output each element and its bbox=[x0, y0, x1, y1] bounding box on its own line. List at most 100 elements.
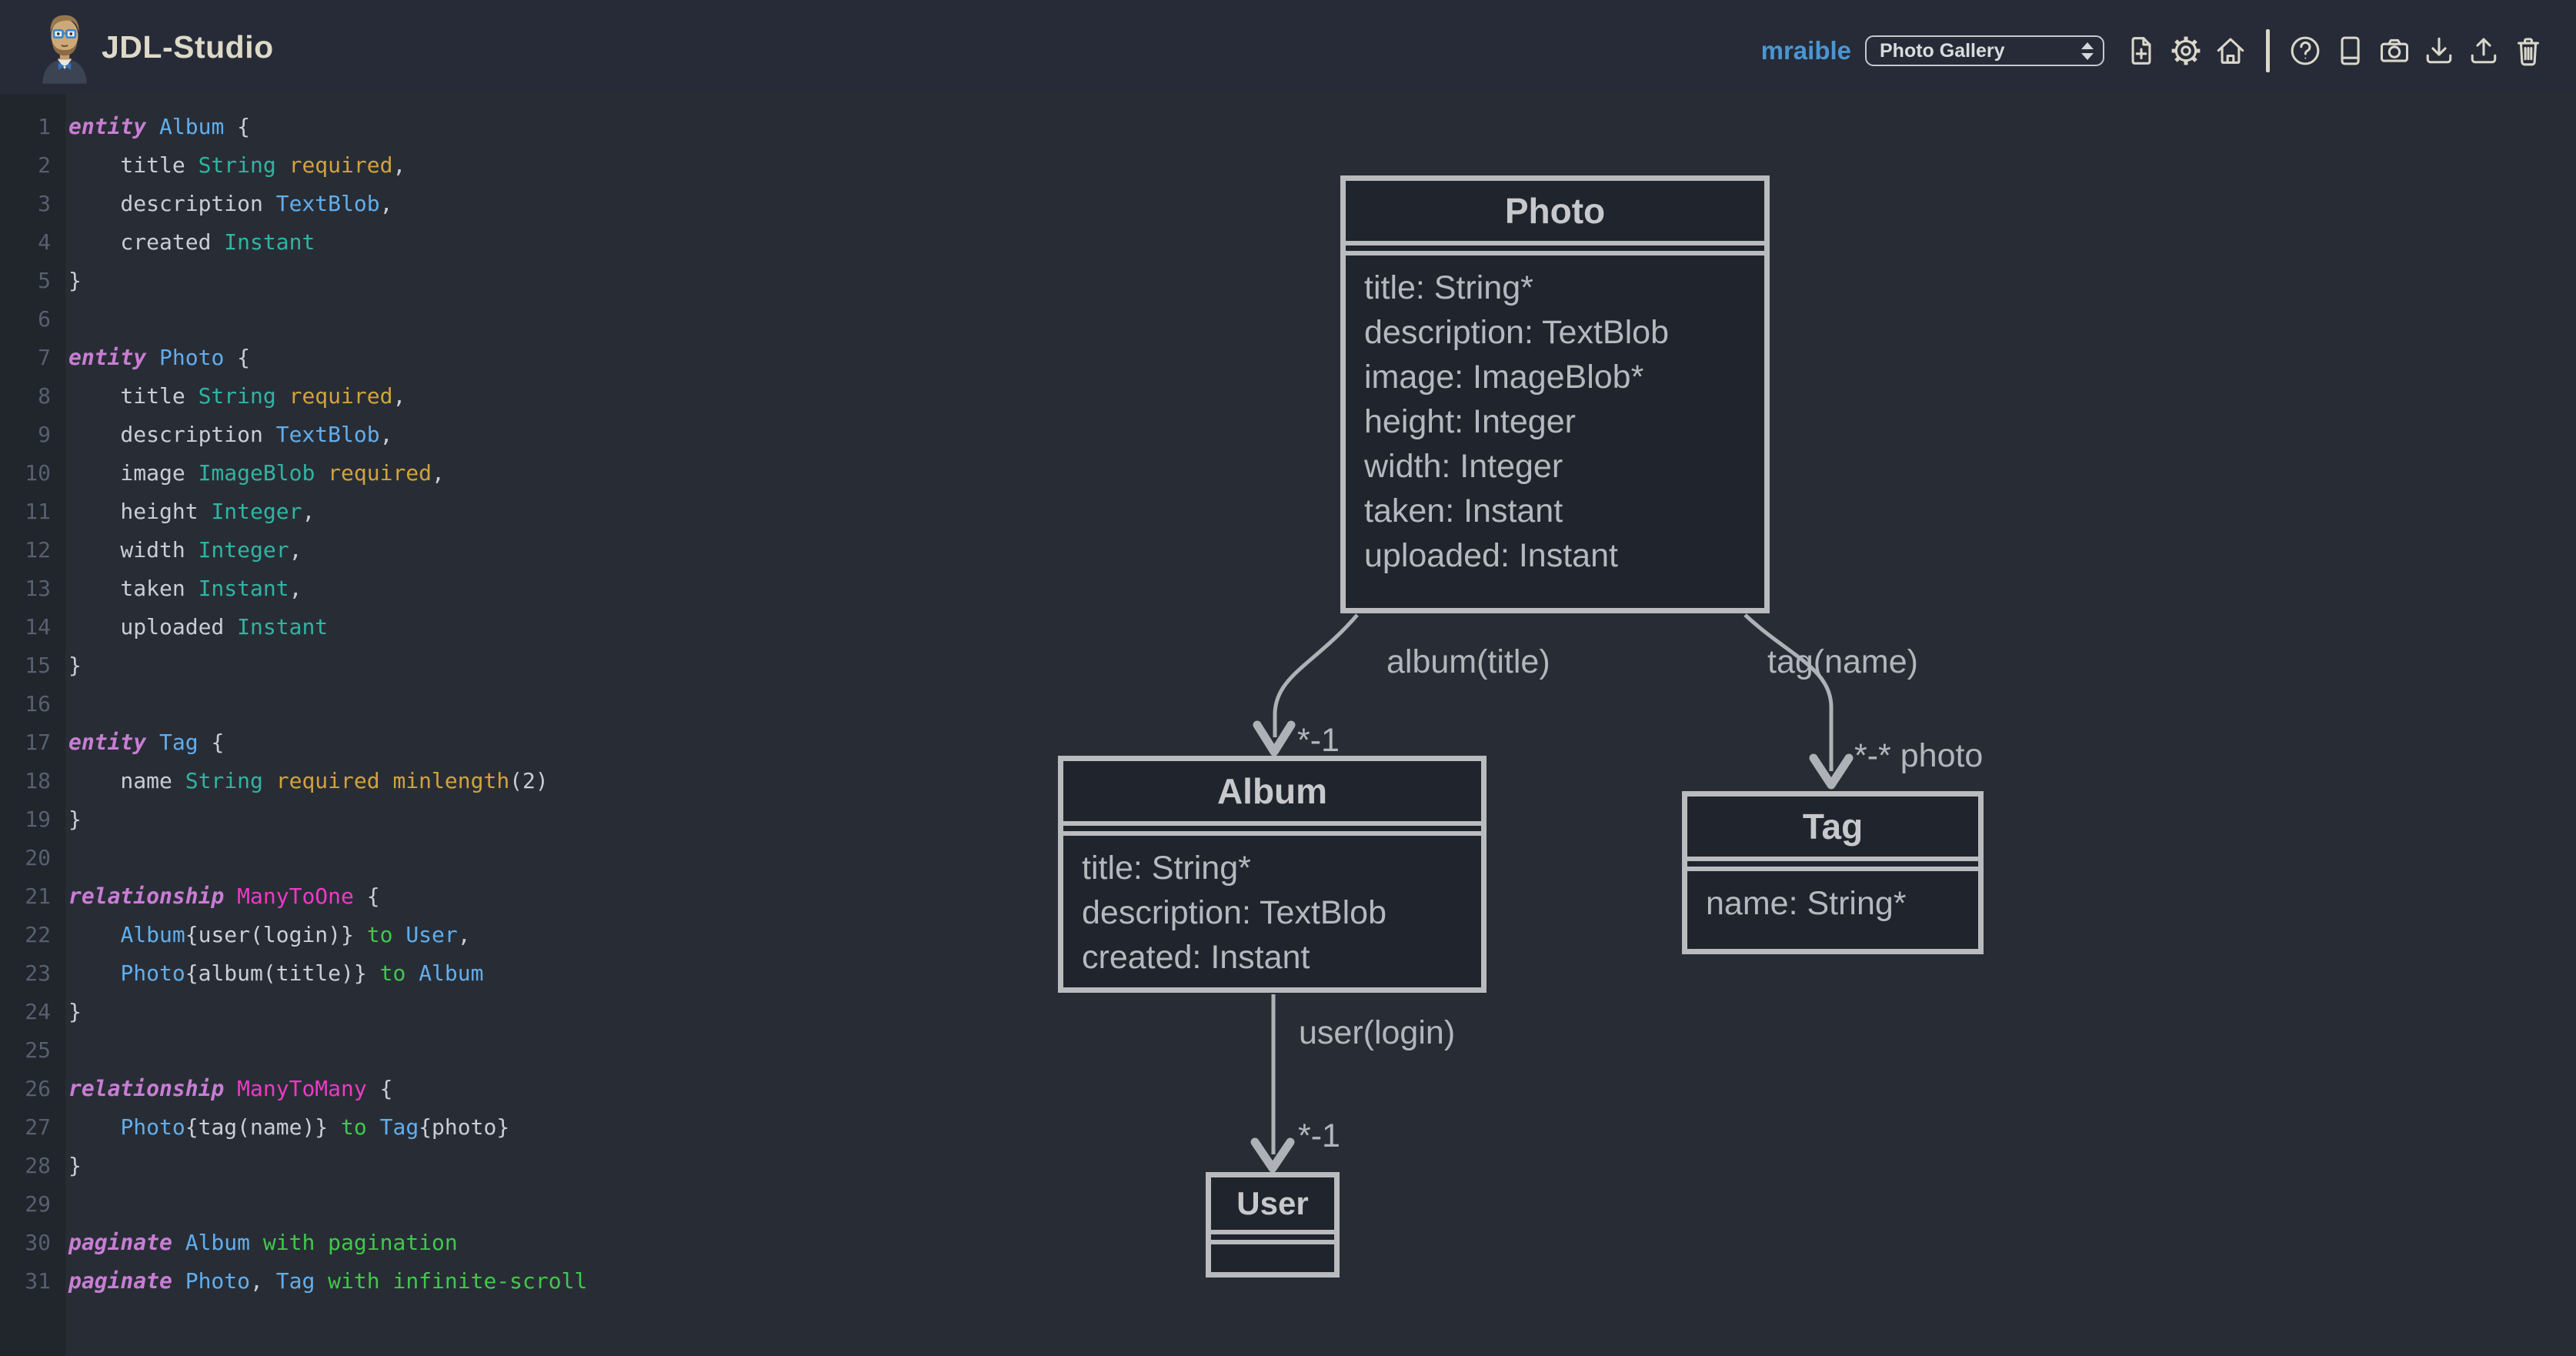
entity-attributes: name: String* bbox=[1687, 867, 1978, 949]
code-line[interactable]: title String required, bbox=[68, 152, 406, 178]
edge-photo-album bbox=[1273, 613, 1359, 737]
entity-attribute: taken: Instant bbox=[1364, 493, 1563, 529]
line-number: 13 bbox=[25, 576, 51, 601]
gallery-select-value: Photo Gallery bbox=[1880, 39, 2005, 62]
line-number: 18 bbox=[25, 768, 51, 793]
line-number: 27 bbox=[25, 1114, 51, 1140]
code-line[interactable]: Photo{tag(name)} to Tag{photo} bbox=[120, 1114, 510, 1140]
edge-label-tag-name: tag(name) bbox=[1767, 643, 1918, 680]
line-number: 16 bbox=[25, 691, 51, 716]
code-line[interactable]: } bbox=[68, 807, 82, 832]
code-line[interactable]: width Integer, bbox=[68, 537, 302, 563]
entity-attribute: created: Instant bbox=[1082, 939, 1310, 976]
trash-icon bbox=[2518, 38, 2539, 66]
line-number: 9 bbox=[38, 422, 51, 447]
avatar-icon bbox=[42, 15, 87, 84]
line-number: 12 bbox=[25, 537, 51, 563]
cardinality-album-user: *-1 bbox=[1298, 1117, 1340, 1154]
line-number: 23 bbox=[25, 960, 51, 986]
code-line[interactable]: description TextBlob, bbox=[68, 191, 393, 216]
code-line[interactable]: name String required minlength(2) bbox=[68, 768, 549, 793]
app-logo-avatar bbox=[40, 10, 89, 84]
code-line[interactable]: entity Tag { bbox=[68, 730, 225, 755]
line-number: 25 bbox=[25, 1037, 51, 1063]
code-line[interactable]: relationship ManyToOne { bbox=[68, 883, 380, 909]
entity-attribute: name: String* bbox=[1706, 885, 1907, 922]
entity-box-photo: Photo title: String*description: TextBlo… bbox=[1340, 175, 1770, 613]
username-link[interactable]: mraible bbox=[1760, 36, 1851, 65]
line-number: 29 bbox=[25, 1191, 51, 1217]
select-spinner-icon bbox=[2074, 42, 2094, 60]
help-icon bbox=[2291, 36, 2320, 65]
home-button[interactable] bbox=[2212, 32, 2249, 69]
line-number: 3 bbox=[38, 191, 51, 216]
code-line[interactable]: image ImageBlob required, bbox=[68, 460, 445, 486]
code-line[interactable]: Photo{album(title)} to Album bbox=[120, 960, 484, 986]
code-line[interactable]: height Integer, bbox=[68, 499, 315, 524]
code-line[interactable]: } bbox=[68, 653, 82, 678]
entity-box-album: Album title: String*description: TextBlo… bbox=[1058, 756, 1487, 993]
edge-label-user-login: user(login) bbox=[1299, 1014, 1456, 1051]
line-number: 30 bbox=[25, 1230, 51, 1255]
cardinality-photo-tag: *-* photo bbox=[1854, 737, 1984, 774]
code-line[interactable]: entity Album { bbox=[68, 114, 251, 139]
line-number: 11 bbox=[25, 499, 51, 524]
delete-button[interactable] bbox=[2510, 32, 2547, 69]
code-line[interactable]: paginate Photo, Tag with infinite-scroll bbox=[68, 1268, 588, 1294]
download-button[interactable] bbox=[2421, 32, 2458, 69]
line-number: 4 bbox=[38, 229, 51, 255]
snapshot-button[interactable] bbox=[2376, 32, 2413, 69]
arrowhead-album bbox=[1253, 720, 1296, 756]
code-line[interactable]: Album{user(login)} to User, bbox=[120, 922, 471, 947]
code-line[interactable]: uploaded Instant bbox=[68, 614, 329, 640]
new-file-icon bbox=[2131, 37, 2151, 65]
entity-attribute: description: TextBlob bbox=[1364, 314, 1669, 351]
gear-icon bbox=[2171, 36, 2201, 65]
code-line[interactable]: paginate Album with pagination bbox=[68, 1230, 458, 1255]
arrowhead-user bbox=[1250, 1137, 1295, 1173]
line-number: 1 bbox=[38, 114, 51, 139]
entity-title: Photo bbox=[1346, 181, 1764, 245]
code-line[interactable]: relationship ManyToMany { bbox=[68, 1076, 393, 1101]
code-line[interactable]: } bbox=[68, 999, 82, 1024]
upload-button[interactable] bbox=[2465, 32, 2502, 69]
code-line[interactable]: taken Instant, bbox=[68, 576, 302, 601]
header-bar: JDL-Studio mraible Photo Gallery bbox=[0, 0, 2576, 94]
line-number: 20 bbox=[25, 845, 51, 870]
line-number: 28 bbox=[25, 1153, 51, 1178]
line-number: 14 bbox=[25, 614, 51, 640]
code-line[interactable]: title String required, bbox=[68, 383, 406, 409]
app-title: JDL-Studio bbox=[102, 28, 274, 65]
line-number: 10 bbox=[25, 460, 51, 486]
header-toolbar bbox=[2123, 29, 2547, 72]
entity-attribute: height: Integer bbox=[1364, 403, 1576, 440]
code-line[interactable]: } bbox=[68, 268, 82, 293]
download-icon bbox=[2426, 37, 2452, 64]
line-number: 21 bbox=[25, 883, 51, 909]
line-number: 8 bbox=[38, 383, 51, 409]
cardinality-photo-album: *-1 bbox=[1297, 722, 1340, 759]
book-icon bbox=[2341, 36, 2360, 65]
code-line[interactable]: description TextBlob, bbox=[68, 422, 393, 447]
code-area[interactable]: entity Album { title String required, de… bbox=[65, 94, 1046, 1356]
code-line[interactable]: } bbox=[68, 1153, 82, 1178]
upload-icon bbox=[2471, 38, 2497, 64]
new-file-button[interactable] bbox=[2123, 32, 2160, 69]
line-number: 17 bbox=[25, 730, 51, 755]
docs-button[interactable] bbox=[2331, 32, 2368, 69]
home-icon bbox=[2217, 38, 2244, 64]
help-button[interactable] bbox=[2287, 32, 2324, 69]
code-line[interactable]: created Instant bbox=[68, 229, 315, 255]
line-number: 5 bbox=[38, 268, 51, 293]
line-number: 26 bbox=[25, 1076, 51, 1101]
code-line[interactable]: entity Photo { bbox=[68, 345, 251, 370]
camera-icon bbox=[2380, 38, 2409, 62]
gallery-select[interactable]: Photo Gallery bbox=[1865, 35, 2104, 66]
settings-button[interactable] bbox=[2167, 32, 2204, 69]
entity-attribute: description: TextBlob bbox=[1082, 894, 1386, 931]
